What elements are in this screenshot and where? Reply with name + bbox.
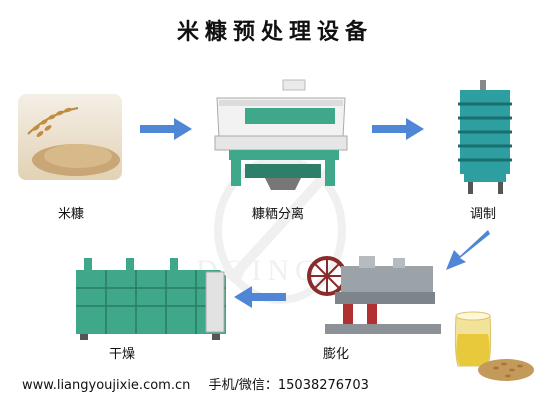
step-label-bran-separation: 糠粞分离	[251, 207, 304, 222]
step-label-puffing: 膨化	[322, 347, 349, 362]
step-label-rice-bran: 米糠	[57, 207, 84, 222]
diagram-title: 米糠预处理设备	[176, 19, 373, 45]
arrow-right-icon	[372, 118, 424, 140]
footer: www.liangyoujixie.com.cn 手机/微信：150382767…	[22, 374, 383, 393]
arrow-down-left-icon	[446, 230, 490, 270]
extruder-machine-icon	[307, 256, 441, 334]
arrow-left-icon	[234, 286, 286, 308]
step-label-drying: 干燥	[108, 347, 135, 362]
dryer-machine-icon	[76, 258, 226, 340]
bran-separator-machine-icon	[214, 79, 348, 190]
arrow-right-icon	[140, 118, 192, 140]
website-link[interactable]: www.liangyoujixie.com.cn	[22, 378, 191, 393]
rice-bran-photo-icon	[18, 94, 122, 180]
oil-and-bran-photo-icon	[454, 311, 534, 381]
conditioning-tower-icon	[458, 80, 512, 194]
contact-info: 手机/微信：15038276703	[208, 378, 369, 393]
step-label-conditioning: 调制	[469, 207, 496, 222]
